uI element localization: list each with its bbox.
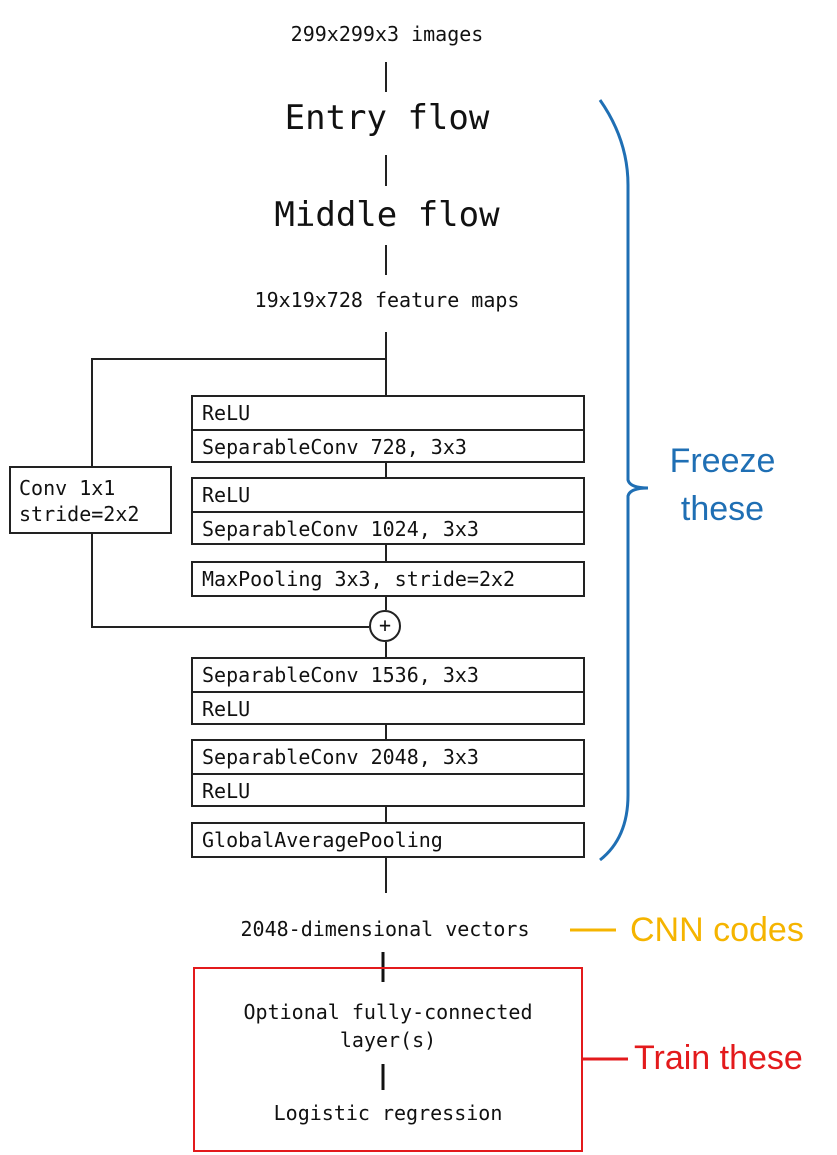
layer-maxpooling: MaxPooling 3x3, stride=2x2: [202, 567, 516, 591]
layer-relu: ReLU: [202, 483, 251, 507]
layer-sepconv-1024: SeparableConv 1024, 3x3: [193, 511, 583, 543]
fully-connected-line2: layer(s): [339, 1028, 437, 1052]
layer-relu: ReLU: [193, 691, 583, 723]
feature-maps-label: 19x19x728 feature maps: [254, 288, 520, 312]
fully-connected-label: Optional fully-connected layer(s): [193, 998, 583, 1054]
layer-sepconv-728: SeparableConv 728, 3x3: [193, 429, 583, 461]
freeze-line1: Freeze: [669, 442, 776, 480]
shortcut-conv-line2: stride=2x2: [19, 502, 140, 526]
cnn-codes-annotation: CNN codes: [630, 911, 804, 949]
layer-relu: ReLU: [193, 773, 583, 805]
shortcut-conv-box: Conv 1x1 stride=2x2: [9, 466, 172, 534]
fully-connected-line1: Optional fully-connected: [243, 1000, 533, 1024]
add-node: +: [369, 610, 401, 642]
trainable-box: [193, 967, 583, 1152]
layer-relu: ReLU: [202, 401, 251, 425]
input-label: 299x299x3 images: [290, 22, 484, 46]
shortcut-conv-line1: Conv 1x1: [19, 476, 116, 500]
freeze-line2: these: [680, 490, 765, 528]
output-vectors-label: 2048-dimensional vectors: [240, 917, 530, 941]
entry-flow-label: Entry flow: [284, 98, 490, 138]
middle-flow-label: Middle flow: [274, 195, 500, 235]
train-these-annotation: Train these: [634, 1039, 803, 1077]
logistic-regression-label: Logistic regression: [273, 1101, 503, 1125]
block-sepconv-2048-relu: SeparableConv 2048, 3x3 ReLU: [191, 739, 585, 807]
block-maxpooling: MaxPooling 3x3, stride=2x2: [191, 561, 585, 597]
freeze-annotation: Freeze these: [640, 437, 805, 533]
layer-global-average-pooling: GlobalAveragePooling: [202, 828, 443, 852]
block-global-average-pooling: GlobalAveragePooling: [191, 822, 585, 858]
layer-sepconv-1536: SeparableConv 1536, 3x3: [202, 663, 479, 687]
block-relu-sepconv-728: ReLU SeparableConv 728, 3x3: [191, 395, 585, 463]
layer-sepconv-2048: SeparableConv 2048, 3x3: [202, 745, 479, 769]
block-relu-sepconv-1024: ReLU SeparableConv 1024, 3x3: [191, 477, 585, 545]
block-sepconv-1536-relu: SeparableConv 1536, 3x3 ReLU: [191, 657, 585, 725]
